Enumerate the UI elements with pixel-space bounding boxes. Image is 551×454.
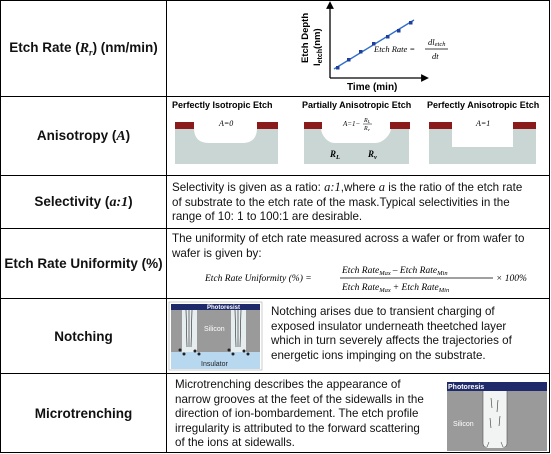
label-microtrenching: Microtrenching <box>1 374 167 453</box>
label-notching: Notching <box>1 299 167 373</box>
selectivity-text: Selectivity is given as a ratio: a:1,whe… <box>172 180 523 224</box>
annotation: A=1 <box>475 119 490 128</box>
etch-rate-formula-den: dt <box>432 51 439 61</box>
profile-title: Perfectly Isotropic Etch <box>172 100 273 110</box>
row-anisotropy: Anisotropy (A) Perfectly Isotropic Etch … <box>1 96 550 175</box>
data-point <box>397 29 401 33</box>
rv-label: Rv <box>367 149 377 161</box>
row-etch-rate: Etch Rate (Rr) (nm/min) Etch Depth letch… <box>1 1 550 96</box>
rl-label: RL <box>329 149 340 161</box>
data-point <box>386 35 390 39</box>
data-point <box>347 58 351 62</box>
annotation: A=0 <box>218 119 233 128</box>
microtrenching-text: Microtrenching describes the appearance … <box>175 378 424 450</box>
uniformity-formula: Etch Rate Uniformity (%) = Etch RateMax–… <box>204 266 527 294</box>
label-anisotropy: Anisotropy (A) <box>1 97 167 175</box>
label-uniformity: Etch Rate Uniformity (%) <box>1 229 167 298</box>
row-notching: Notching Photoresist Silicon <box>1 298 550 373</box>
fig-label-insulator: Insulator <box>201 361 229 368</box>
anisotropic-profile: A=1 <box>429 119 536 164</box>
row-uniformity: Etch Rate Uniformity (%) The uniformity … <box>1 228 550 298</box>
partial-profile: A=1− RL Rv RL Rv <box>304 118 410 164</box>
profile-title: Perfectly Anisotropic Etch <box>427 100 539 110</box>
anisotropy-figures: Perfectly Isotropic Etch Partially Aniso… <box>172 100 539 164</box>
notching-text: Notching arises due to transient chargin… <box>271 305 512 362</box>
etch-rate-formula-num: dletch <box>428 37 445 48</box>
frac-den: Rv <box>363 126 370 132</box>
fig-label-silicon: Silicon <box>453 421 474 428</box>
data-points <box>336 21 413 70</box>
data-point <box>359 50 363 54</box>
x-axis-label: Time (min) <box>347 82 397 93</box>
formula-numerator: Etch RateMax– Etch RateMin <box>341 266 448 277</box>
isotropic-profile: A=0 <box>175 119 278 164</box>
notching-figure: Photoresist Silicon Insulator <box>168 301 263 371</box>
selectivity-content: Selectivity is given as a ratio: a:1,whe… <box>167 176 550 228</box>
label-etch-rate: Etch Rate (Rr) (nm/min) <box>1 1 167 96</box>
fig-label-silicon: Silicon <box>204 326 225 333</box>
microtrenching-content: Microtrenching describes the appearance … <box>167 374 550 453</box>
uniformity-text: The uniformity of etch rate measured acr… <box>172 232 525 260</box>
microtrenching-figure: Photoresis Silicon <box>447 382 547 451</box>
row-selectivity: Selectivity (a:1) Selectivity is given a… <box>1 175 550 228</box>
label-selectivity: Selectivity (a:1) <box>1 176 167 228</box>
y-axis-label-2: letch(nm) <box>312 28 324 66</box>
etch-rate-formula-lhs: Etch Rate = <box>373 44 415 54</box>
fig-label-photoresist: Photoresist <box>207 305 240 311</box>
y-axis-label: Etch Depth <box>300 13 311 63</box>
uniformity-content: The uniformity of etch rate measured acr… <box>167 229 550 298</box>
formula-lhs: Etch Rate Uniformity (%) = <box>204 273 312 284</box>
data-point <box>409 21 413 25</box>
notching-content: Photoresist Silicon Insulator Notching a… <box>167 299 550 373</box>
fig-label-photoresist: Photoresis <box>448 384 484 391</box>
formula-times: × 100% <box>496 274 527 284</box>
data-point <box>336 66 340 70</box>
annotation: A=1− <box>342 120 360 128</box>
etch-rate-content: Etch Depth letch(nm) Time (min) Etch Rat… <box>167 1 550 96</box>
frac-num: RL <box>363 118 371 124</box>
etch-rate-plot: Etch Depth letch(nm) Time (min) Etch Rat… <box>300 1 448 93</box>
formula-denominator: Etch RateMax+ Etch RateMin <box>341 283 449 294</box>
data-point <box>372 42 376 46</box>
anisotropy-content: Perfectly Isotropic Etch Partially Aniso… <box>167 97 550 175</box>
profile-title: Partially Anisotropic Etch <box>302 100 411 110</box>
row-microtrenching: Microtrenching Microtrenching describes … <box>1 373 550 453</box>
